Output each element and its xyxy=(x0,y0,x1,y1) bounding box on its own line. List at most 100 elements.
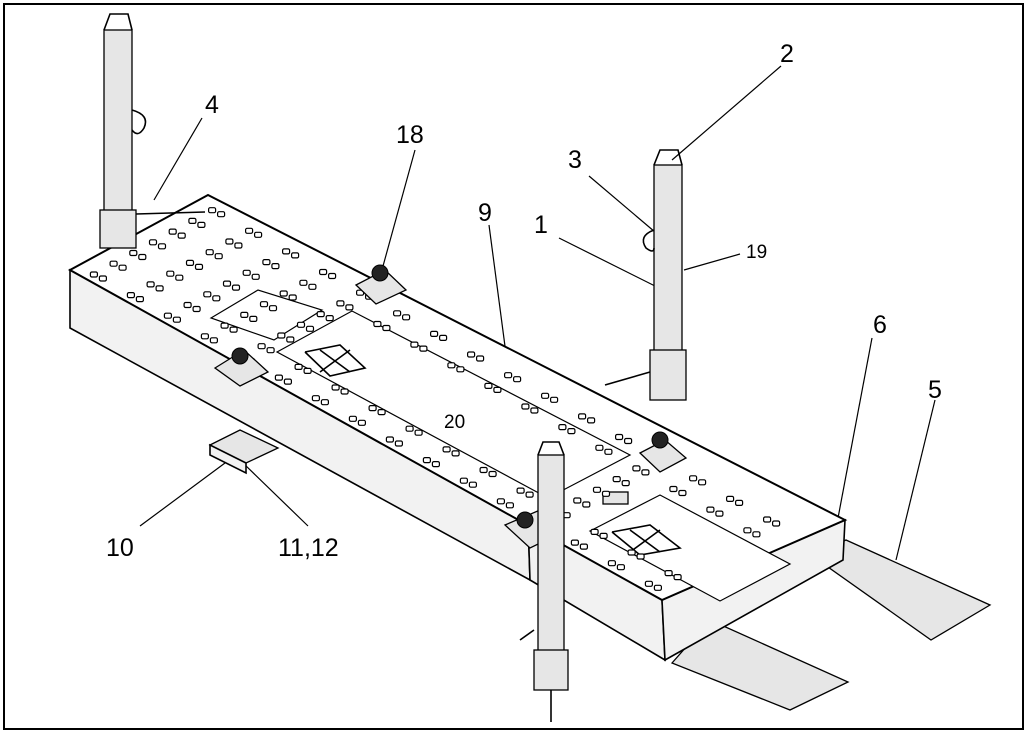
anchor-slot xyxy=(129,249,138,257)
anchor-slot xyxy=(98,275,108,282)
anchor-slot xyxy=(259,301,269,308)
anchor-slot xyxy=(577,413,587,420)
anchor-slot xyxy=(208,207,217,214)
callout-20: 20 xyxy=(444,412,465,433)
anchor-slot xyxy=(558,424,567,431)
anchor-slot xyxy=(325,315,334,322)
anchor-slot xyxy=(251,273,260,280)
anchor-slot xyxy=(525,491,534,498)
anchor-slot xyxy=(414,429,423,436)
anchor-slot xyxy=(476,355,485,362)
anchor-slot xyxy=(484,382,493,389)
anchor-slot xyxy=(205,249,214,256)
anchor-slot xyxy=(197,221,206,228)
anchor-slot xyxy=(612,476,621,483)
anchor-slot xyxy=(288,294,297,301)
anchor-slot xyxy=(616,564,626,571)
anchor-slot xyxy=(217,211,226,218)
anchor-slot xyxy=(488,470,497,478)
anchor-slot xyxy=(311,395,320,402)
anchor-slot xyxy=(393,310,402,317)
anchor-slot xyxy=(621,480,630,487)
anchor-slot xyxy=(402,314,411,321)
anchor-slot xyxy=(725,495,735,502)
anchor-slot xyxy=(277,332,286,339)
anchor-slot xyxy=(549,396,559,403)
outrigger-arm xyxy=(208,429,280,475)
anchor-slot xyxy=(183,301,192,309)
anchor-slot xyxy=(282,248,291,255)
anchor-slot xyxy=(194,263,204,270)
anchor-slot xyxy=(222,280,232,287)
anchor-slot xyxy=(623,437,633,445)
anchor-slot xyxy=(331,384,340,391)
anchor-slot xyxy=(185,259,195,266)
anchor-slot xyxy=(504,372,513,379)
anchor-slot xyxy=(697,479,707,486)
anchor-slot xyxy=(653,584,663,591)
anchor-slot xyxy=(328,272,337,280)
anchor-slot xyxy=(459,477,468,484)
anchor-slot xyxy=(138,253,147,261)
anchor-slot xyxy=(516,487,525,494)
anchor-slot xyxy=(266,347,275,354)
anchor-slot xyxy=(89,271,99,278)
anchor-slot xyxy=(601,490,611,497)
anchor-slot xyxy=(377,409,386,416)
anchor-slot xyxy=(291,252,300,259)
anchor-slot xyxy=(168,228,177,235)
anchor-slot xyxy=(439,334,448,341)
anchor-slot xyxy=(212,295,221,302)
anchor-slot xyxy=(192,305,201,313)
anchor-slot xyxy=(336,300,345,307)
anchor-slot xyxy=(627,549,636,556)
callout-3: 3 xyxy=(568,146,582,174)
anchor-slot xyxy=(479,466,488,474)
anchor-slot xyxy=(242,269,251,276)
anchor-slot xyxy=(166,270,175,277)
openings xyxy=(209,289,792,602)
anchor-slot xyxy=(636,553,645,560)
anchor-slot xyxy=(614,433,624,441)
anchor-slot xyxy=(644,580,654,587)
anchor-slot xyxy=(225,238,234,245)
anchor-slot xyxy=(567,428,576,435)
anchor-slot xyxy=(688,475,698,482)
tower-rear-left xyxy=(99,13,206,249)
anchor-slot xyxy=(279,290,288,297)
anchor-slot xyxy=(752,531,761,538)
anchor-slot xyxy=(678,489,687,497)
anchor-slot xyxy=(163,312,172,319)
callout-11-12: 11,12 xyxy=(278,534,339,562)
anchor-slot xyxy=(231,284,241,291)
anchor-slot xyxy=(157,243,167,250)
anchor-slot xyxy=(126,292,136,299)
anchor-slot xyxy=(368,405,377,412)
anchor-slot xyxy=(715,510,724,517)
anchor-slot xyxy=(172,316,181,323)
anchor-slot xyxy=(447,362,456,369)
anchor-slot xyxy=(274,374,283,381)
anchor-slot xyxy=(595,444,604,451)
anchor-slot xyxy=(146,281,155,288)
anchor-slot xyxy=(254,231,263,238)
anchor-slot xyxy=(188,217,197,224)
anchor-slot xyxy=(257,343,266,350)
anchor-slot xyxy=(604,448,613,455)
anchor-slot xyxy=(305,325,315,332)
callout-6: 6 xyxy=(873,311,887,339)
anchor-slot xyxy=(422,457,431,464)
anchor-slot xyxy=(762,516,772,523)
anchor-slot xyxy=(209,337,218,344)
anchor-slot xyxy=(706,506,715,513)
anchor-slot xyxy=(419,345,428,352)
anchor-slot xyxy=(734,499,744,506)
anchor-slot xyxy=(442,446,451,453)
anchor-slot xyxy=(410,341,419,348)
callout-19: 19 xyxy=(746,242,767,263)
anchor-slot xyxy=(357,419,366,426)
anchor-slot xyxy=(579,543,589,550)
anchor-slot xyxy=(319,268,328,276)
anchor-slot xyxy=(385,436,394,443)
